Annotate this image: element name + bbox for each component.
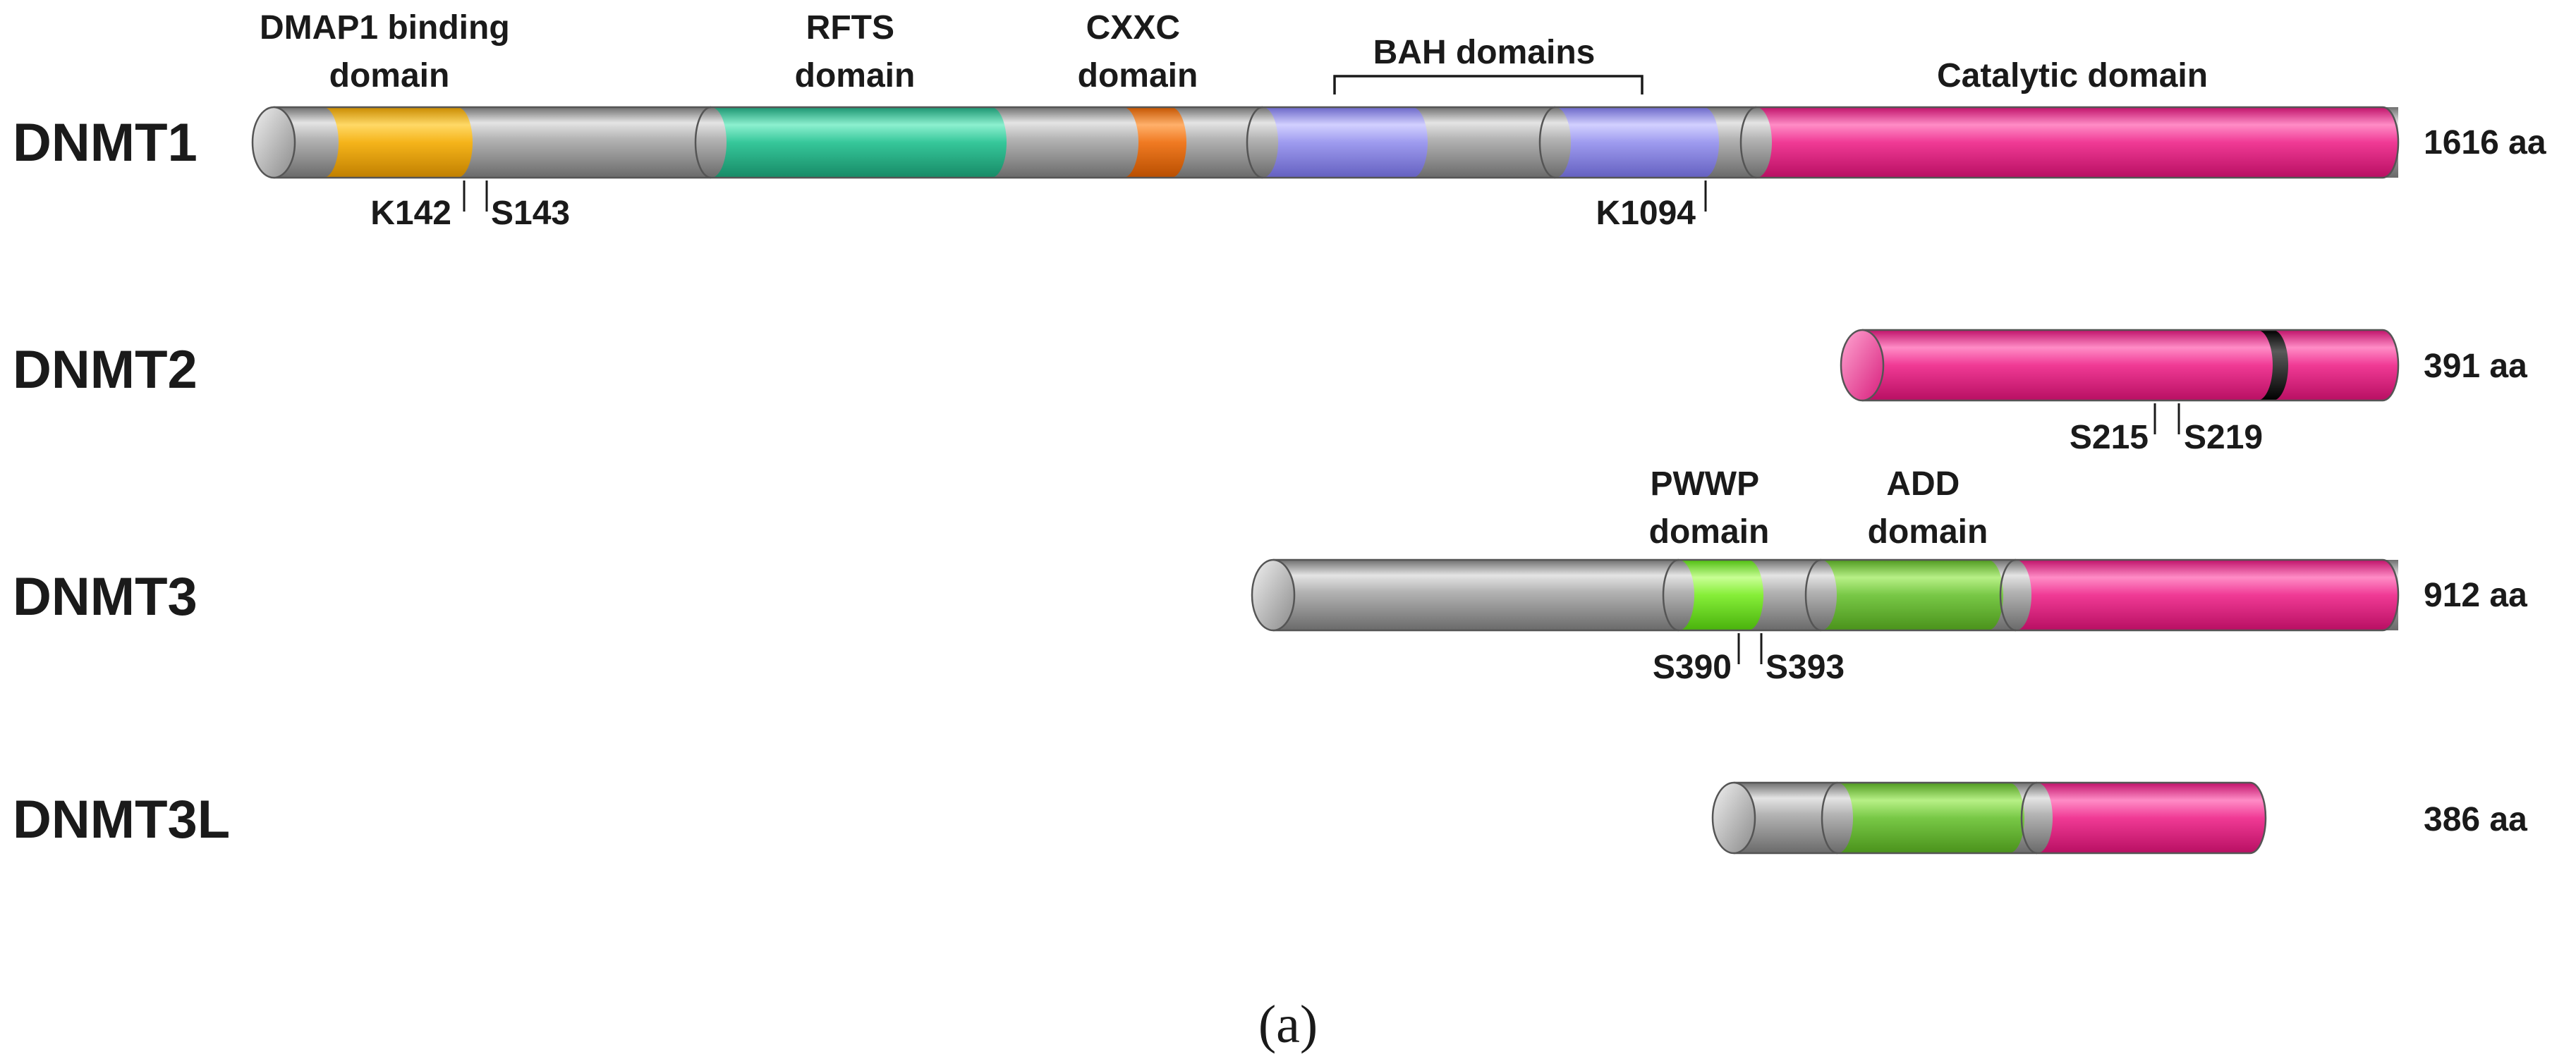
protein-dnmt1: DNMT1 DMAP1 binding domain RFTS domain — [13, 9, 2546, 232]
label-catalytic: Catalytic domain — [1937, 57, 2208, 94]
length-dnmt3: 912 aa — [2424, 577, 2527, 614]
length-dnmt3l: 386 aa — [2424, 801, 2527, 838]
site-s393: S393 — [1766, 649, 1845, 686]
site-k1094: K1094 — [1596, 195, 1696, 232]
dnmt2-left-cap — [1840, 329, 1885, 402]
dnmt3-catalytic — [2016, 560, 2398, 630]
length-dnmt1: 1616 aa — [2424, 124, 2546, 161]
domain-add-dnmt3 — [1821, 560, 2003, 630]
dnmt3l-left-cap — [1711, 781, 1756, 855]
dnmt2-black-band — [2257, 330, 2288, 400]
dnmt3-left-cap — [1251, 558, 1296, 632]
label-add: ADD domain — [1868, 465, 1988, 551]
site-s215: S215 — [2070, 419, 2149, 456]
domain-rfts — [711, 107, 1007, 178]
label-rfts: RFTS domain — [795, 9, 916, 94]
dnmt3l-bar — [1711, 781, 2267, 855]
protein-dnmt3l: DNMT3L 386 aa — [13, 781, 2527, 855]
protein-dnmt2: DNMT2 S215 S219 391 aa — [13, 329, 2527, 456]
domain-catalytic — [1756, 107, 2398, 178]
dnmt2-bar — [1840, 329, 2400, 402]
dnmt1-bar — [251, 106, 2400, 179]
label-cxxc: CXXC domain — [1078, 9, 1198, 94]
domain-cxxc — [1123, 107, 1186, 178]
label-dmap1-binding: DMAP1 binding domain — [260, 9, 519, 94]
site-s390: S390 — [1653, 649, 1732, 686]
domain-add-dnmt3l — [1837, 783, 2024, 853]
panel-label: (a) — [1258, 995, 1318, 1054]
dnmt3l-catalytic — [2037, 783, 2266, 853]
bah-bracket — [1333, 75, 1644, 94]
protein-name-dnmt3: DNMT3 — [13, 567, 198, 627]
site-k142: K142 — [370, 195, 451, 232]
label-pwwp: PWWP domain — [1649, 465, 1770, 551]
site-s219: S219 — [2184, 419, 2263, 456]
protein-name-dnmt3l: DNMT3L — [13, 790, 230, 850]
length-dnmt2: 391 aa — [2424, 348, 2527, 385]
label-bah-domains: BAH domains — [1373, 34, 1596, 71]
protein-dnmt3: DNMT3 PWWP domain ADD domain S390 S393 9… — [13, 465, 2527, 686]
domain-pwwp — [1679, 560, 1763, 630]
dnmt1-left-cap — [251, 106, 296, 179]
domain-bah2 — [1555, 107, 1719, 178]
protein-name-dnmt2: DNMT2 — [13, 340, 198, 400]
site-s143: S143 — [491, 195, 570, 232]
protein-name-dnmt1: DNMT1 — [13, 113, 198, 173]
domain-dmap1-binding — [323, 107, 473, 178]
dnmt3-bar — [1251, 558, 2400, 632]
dnmt2-catalytic — [1862, 330, 2398, 400]
domain-bah1 — [1263, 107, 1428, 178]
